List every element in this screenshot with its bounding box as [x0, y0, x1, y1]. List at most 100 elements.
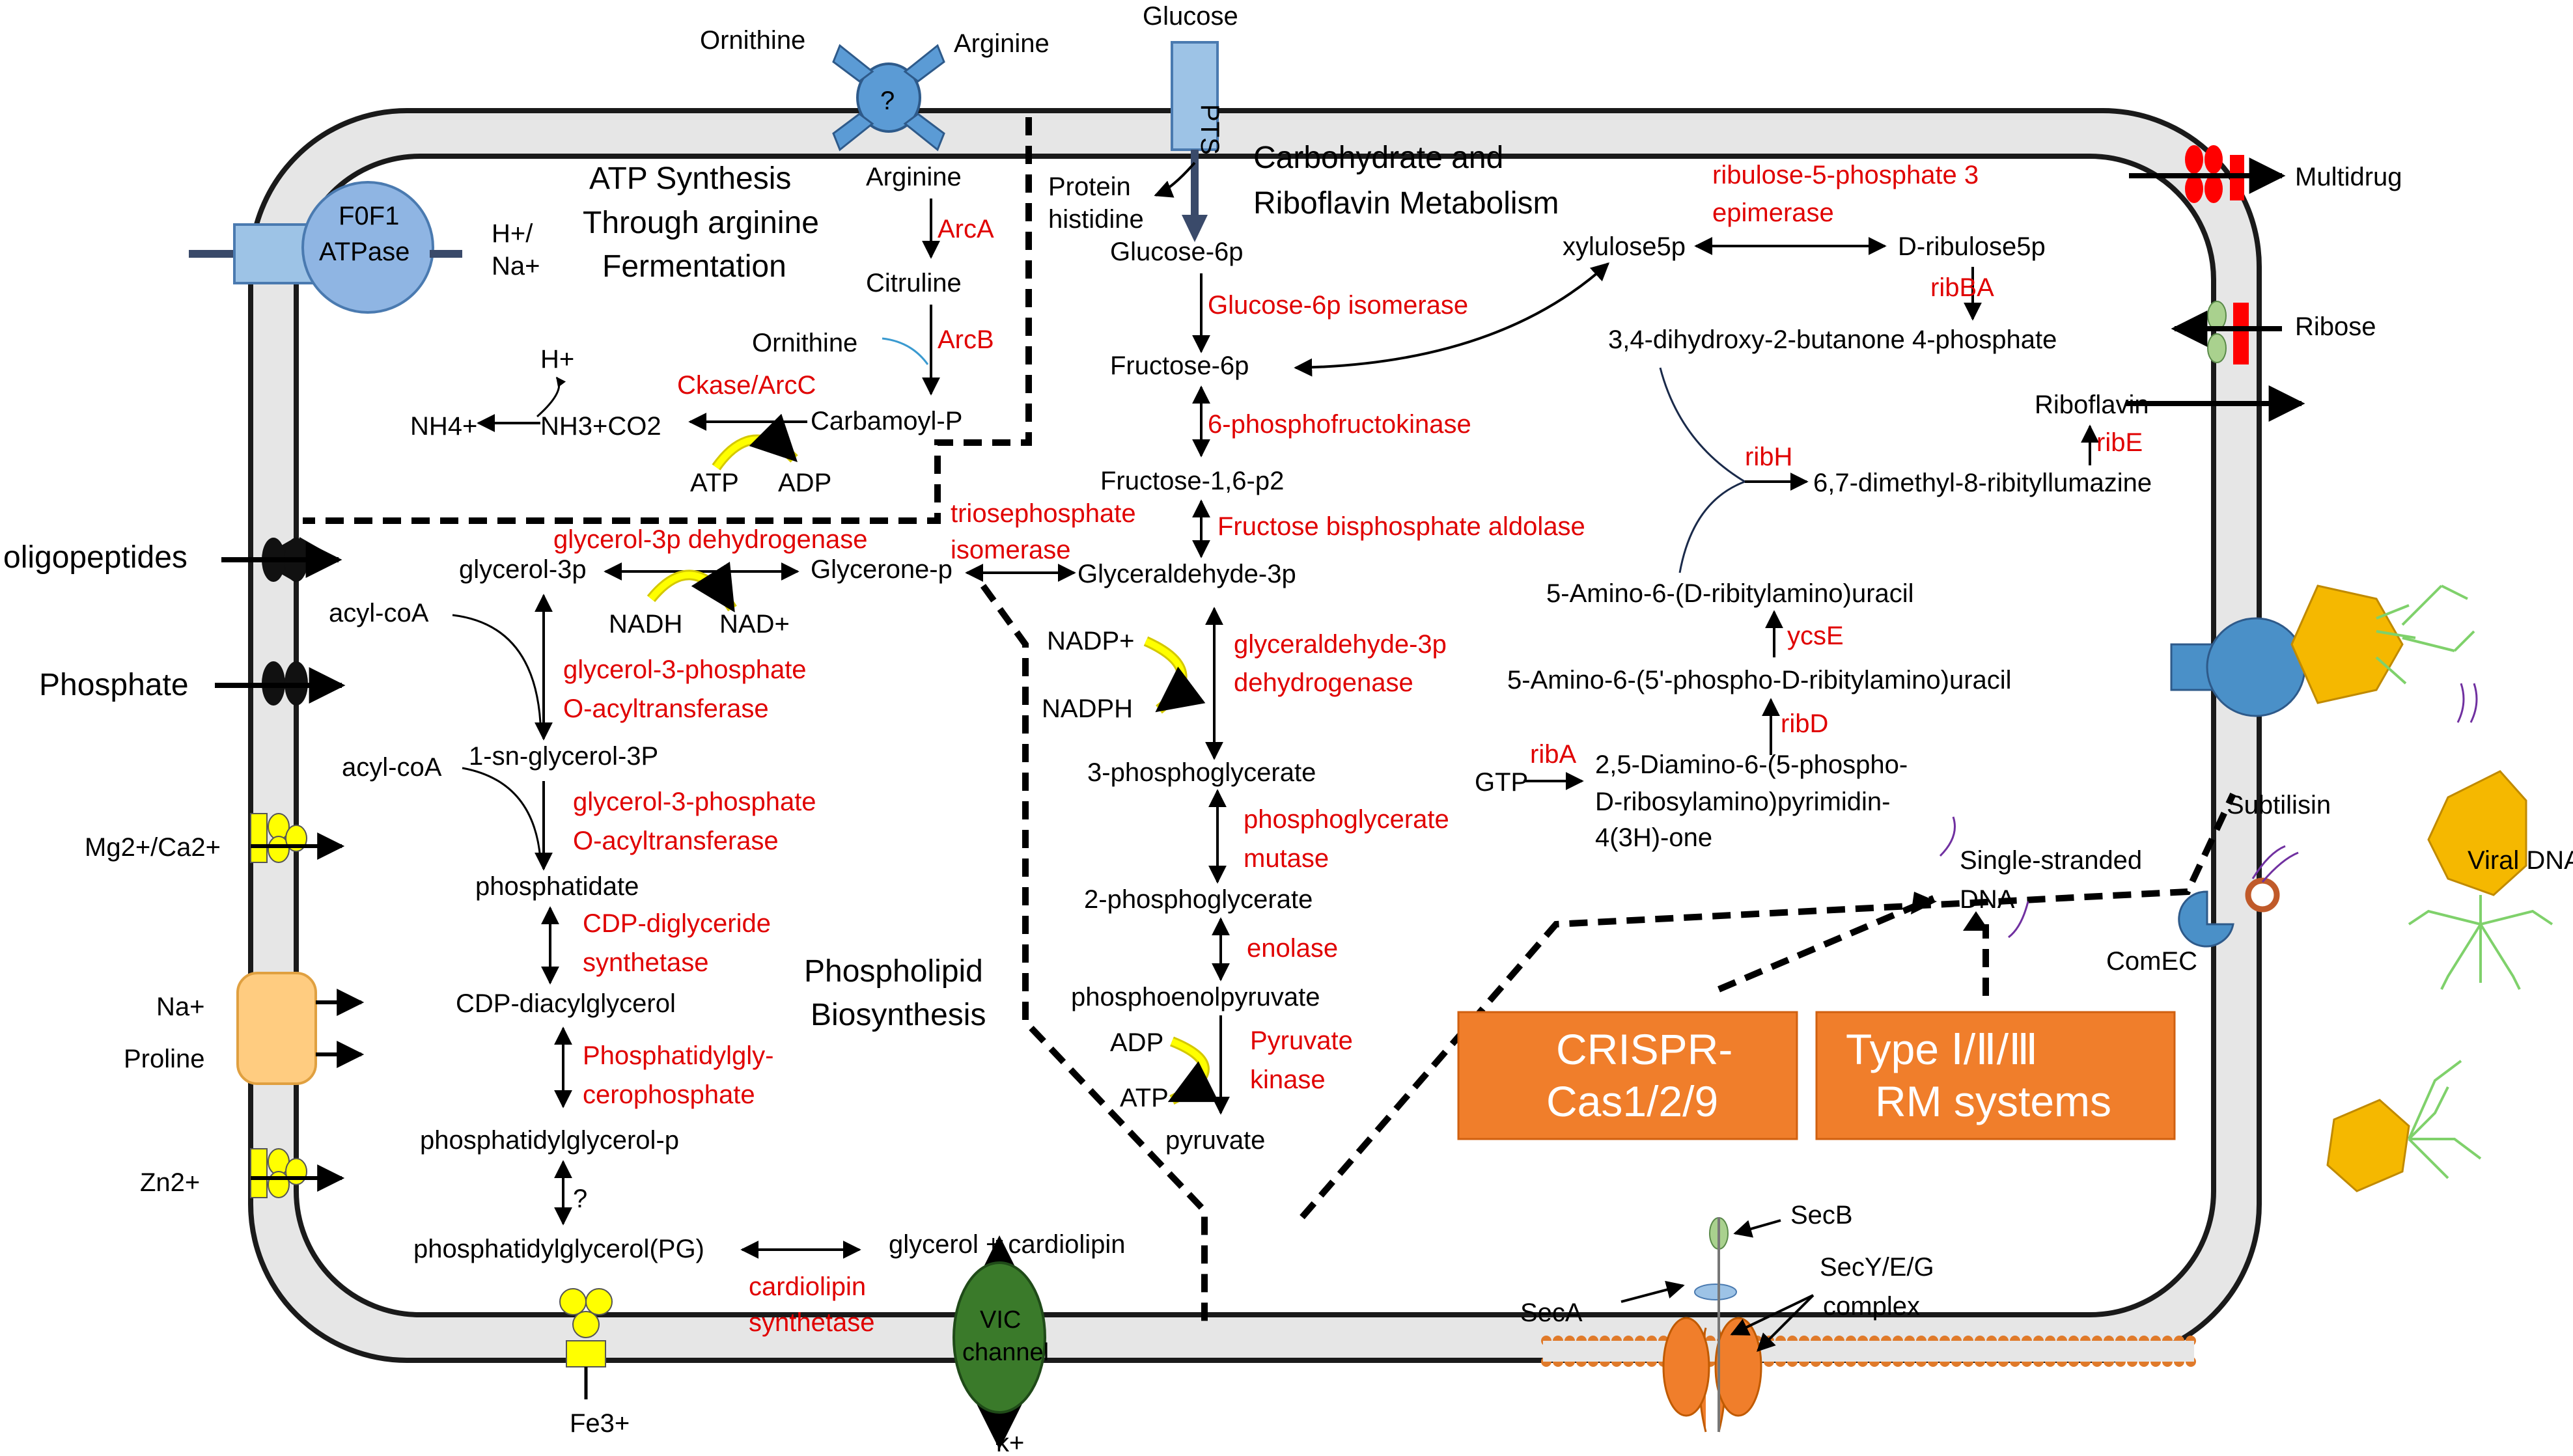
arca-label: ArcA [938, 215, 994, 243]
rpe-a-label: ribulose-5-phosphate 3 [1712, 161, 1979, 189]
atp-title-1: ATP Synthesis [589, 161, 791, 196]
xylulose-label: xylulose5p [1563, 232, 1686, 261]
pgp-label: phosphatidylglycerol-p [420, 1126, 679, 1155]
comec-label: ComEC [2106, 947, 2197, 976]
tpi-b-label: isomerase [951, 536, 1071, 564]
nh4-label: NH4+ [410, 412, 477, 441]
acylcoa2-label: acyl-coA [342, 753, 442, 782]
g3pdh-label: glycerol-3p dehydrogenase [553, 525, 868, 554]
glucose6p-label: Glucose-6p [1110, 238, 1244, 266]
fba-label: Fructose bisphosphate aldolase [1217, 512, 1585, 541]
arppu-label: 5-Amino-6-(5'-phospho-D-ribitylamino)ura… [1507, 666, 2012, 694]
tpi-a-label: triosephosphate [951, 499, 1136, 528]
dar-b-label: D-ribosylamino)pyrimidin- [1595, 788, 1890, 816]
pyruvate-label: pyruvate [1165, 1126, 1265, 1155]
zn-transporter [250, 1148, 345, 1198]
g6pi-label: Glucose-6p isomerase [1208, 291, 1468, 320]
cdpsyn-a-label: CDP-diglyceride [583, 909, 771, 938]
carb-title-1: Carbohydrate and [1253, 141, 1503, 175]
dar-a-label: 2,5-Diamino-6-(5-phospho- [1595, 750, 1908, 779]
arau-label: 5-Amino-6-(D-ribitylamino)uracil [1546, 579, 1914, 608]
nh3co2-label: NH3+CO2 [540, 412, 661, 441]
atp-title-3: Fermentation [602, 249, 786, 284]
ornithine-label: Ornithine [752, 329, 857, 357]
glyc-cardio-label: glycerol + cardiolipin [889, 1230, 1126, 1259]
phosphate-label: Phosphate [39, 668, 189, 702]
crispr-box: CRISPR- Cas1/2/9 [1457, 1011, 1798, 1140]
pgm-a-label: phosphoglycerate [1244, 805, 1449, 834]
subtilisin-label: Subtilisin [2227, 791, 2331, 819]
pgp-syn-a-label: Phosphatidylgly- [583, 1041, 774, 1070]
gpat2a-label: glycerol-3-phosphate [573, 788, 816, 816]
rpe-b-label: epimerase [1712, 199, 1834, 227]
ribba-label: ribBA [1930, 273, 1994, 302]
nadph-label: NADPH [1042, 694, 1133, 723]
ribulose-label: D-ribulose5p [1898, 232, 2046, 261]
snglycerol-label: 1-sn-glycerol-3P [469, 742, 658, 771]
glucose-label: Glucose [1143, 2, 1238, 31]
pg-label: phosphatidylglycerol(PG) [413, 1235, 704, 1263]
ckase-label: Ckase/ArcC [677, 371, 816, 400]
gpat2b-label: O-acyltransferase [573, 827, 779, 855]
seca-label: SecA [1520, 1298, 1583, 1327]
f16p2-label: Fructose-1,6-p2 [1100, 467, 1284, 495]
mgca-transporter [250, 813, 345, 863]
gpat1b-label: O-acyltransferase [563, 694, 769, 723]
compartment-dividers [303, 117, 2236, 1321]
na-proline-symporter [236, 972, 365, 1085]
gapdh-b-label: dehydrogenase [1234, 668, 1413, 697]
h-slash-label: H+/ [492, 219, 533, 248]
ribose-label: Ribose [2295, 312, 2376, 341]
atpase-label: ATPase [319, 238, 410, 266]
atp-label: ATP [690, 469, 739, 497]
pk-b-label: kinase [1250, 1065, 1326, 1094]
phosphatidate-label: phosphatidate [475, 872, 639, 901]
crispr-b-label: Cas1/2/9 [1546, 1077, 1718, 1125]
citruline-label: Citruline [866, 269, 962, 297]
rm-a-label: Type Ⅰ/Ⅱ/Ⅲ [1846, 1025, 2038, 1073]
crispr-a-label: CRISPR- [1556, 1025, 1732, 1073]
arginine-label: Arginine [866, 163, 962, 191]
gtp-label: GTP [1475, 768, 1528, 797]
gapdh-a-label: glyceraldehyde-3p [1234, 630, 1447, 659]
phospho-title-1: Phospholipid [804, 954, 983, 989]
comec-complex [2178, 845, 2299, 948]
ssdna-arrowhead-2 [1963, 911, 1989, 931]
arginine-out-label: Arginine [954, 29, 1050, 58]
na-plus-label: Na+ [492, 252, 540, 281]
acylcoa1-label: acyl-coA [329, 599, 429, 627]
fructose6p-label: Fructose-6p [1110, 351, 1249, 380]
vic-channel: VIC channel [953, 1235, 1049, 1449]
ycse-label: ycsE [1787, 622, 1844, 650]
rm-b-label: RM systems [1875, 1077, 2111, 1125]
pg3-label: 3-phosphoglycerate [1087, 758, 1316, 787]
pg2-label: 2-phosphoglycerate [1084, 885, 1313, 914]
ssdna-strand-2 [2008, 901, 2029, 939]
cdpdag-label: CDP-diacylglycerol [456, 989, 676, 1018]
zn-label: Zn2+ [140, 1168, 200, 1197]
pts-transporter [1154, 41, 1219, 242]
ribh-label: ribH [1745, 443, 1792, 471]
cdpsyn-b-label: synthetase [583, 948, 708, 977]
secb-label: SecB [1790, 1201, 1853, 1229]
cls-a-label: cardiolipin [749, 1272, 866, 1301]
cls-b-label: synthetase [749, 1308, 874, 1337]
fe-label: Fe3+ [570, 1409, 630, 1438]
vic-a-label: VIC [980, 1306, 1021, 1334]
secyeg-b-label: complex [1823, 1292, 1920, 1321]
atpase-complex: F0F1 ATPase [189, 181, 462, 314]
pgp-syn-b-label: cerophosphate [583, 1080, 755, 1109]
phospholipid-bilayer [1543, 1341, 2194, 1362]
ssdna-b-label: DNA [1960, 885, 2015, 914]
vic-b-label: channel [962, 1339, 1049, 1366]
rm-box: Type Ⅰ/Ⅱ/Ⅲ RM systems [1815, 1011, 2176, 1140]
dar-c-label: 4(3H)-one [1595, 823, 1712, 852]
oligopeptide-transporter [221, 537, 342, 583]
glyceronep-label: Glycerone-p [811, 555, 953, 584]
f0f1-label: F0F1 [339, 202, 399, 230]
phage-bottom [2326, 1060, 2482, 1192]
riba-label: ribA [1530, 740, 1576, 769]
sec-system [1543, 1217, 2194, 1433]
